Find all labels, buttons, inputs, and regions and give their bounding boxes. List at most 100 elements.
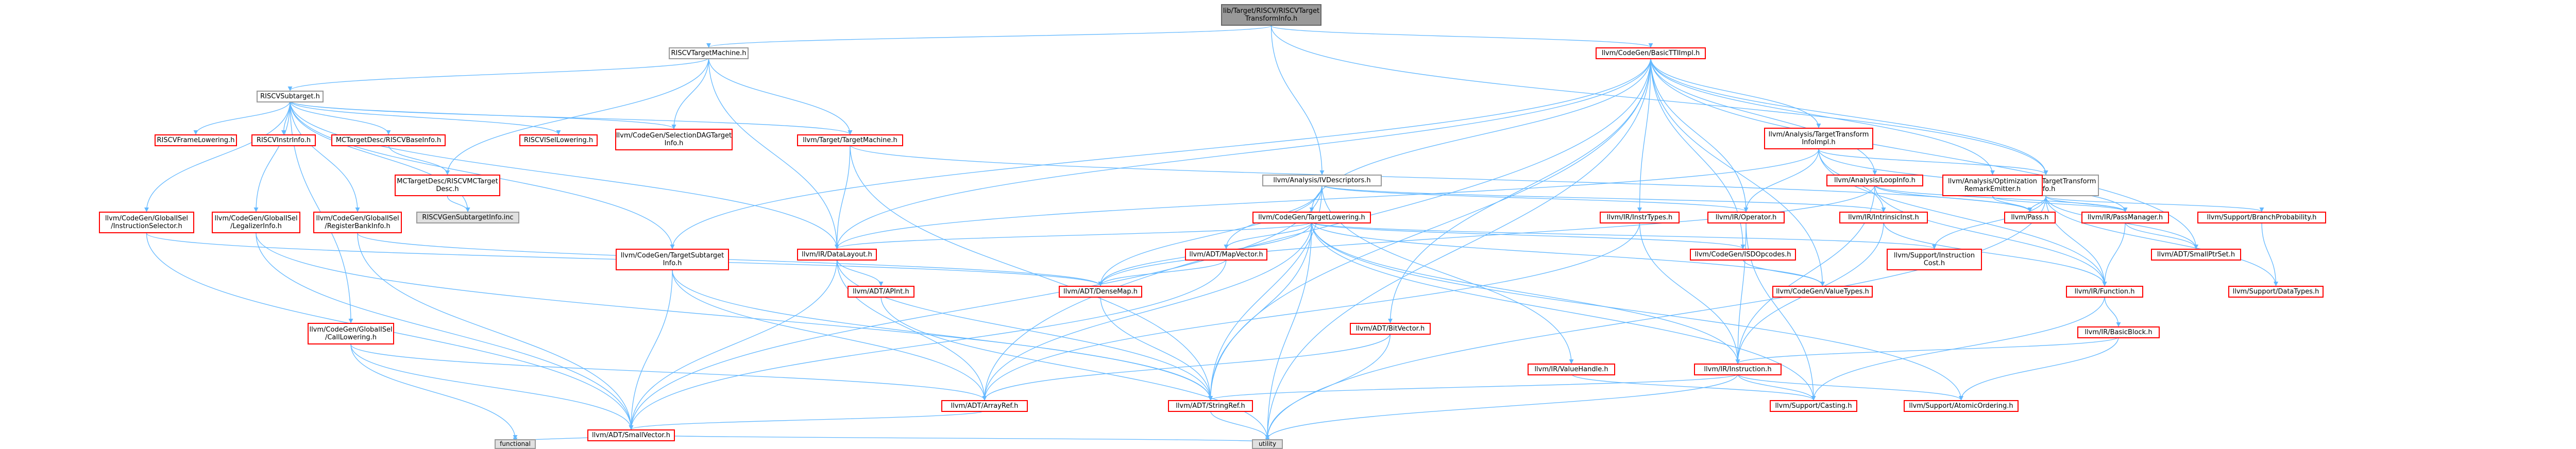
graph-node-basicblock[interactable]: llvm/IR/BasicBlock.h — [2077, 326, 2160, 338]
graph-node-instrcost[interactable]: llvm/Support/Instruction Cost.h — [1887, 249, 1982, 270]
graph-node-root[interactable]: lib/Target/RISCV/RISCVTarget TransformIn… — [1221, 4, 1321, 26]
graph-node-label: llvm/ADT/APInt.h — [853, 288, 909, 296]
graph-node-instruction[interactable]: llvm/IR/Instruction.h — [1694, 364, 1782, 375]
edge-rvtm-to-datalayout — [709, 58, 837, 249]
graph-node-label: llvm/CodeGen/GlobalISel /InstructionSele… — [105, 215, 188, 230]
graph-node-label: RISCVInstrInfo.h — [257, 136, 311, 144]
edge-basicblock-to-instruction — [1738, 337, 2119, 364]
graph-node-label: llvm/CodeGen/ISDOpcodes.h — [1694, 251, 1791, 258]
edge-basictti-to-utility — [1267, 58, 1651, 439]
graph-node-gisel_is[interactable]: llvm/CodeGen/GlobalISel /InstructionSele… — [99, 212, 194, 233]
edge-rvtm-to-seldag — [674, 58, 709, 129]
graph-node-label: llvm/CodeGen/GlobalISel /LegalizerInfo.h — [214, 215, 297, 230]
edge-analysis_ivd-to-intrinsic — [1322, 185, 1884, 212]
graph-node-label: llvm/Analysis/TargetTransform InfoImpl.h — [1769, 131, 1869, 146]
graph-node-datatypes[interactable]: llvm/Support/DataTypes.h — [2228, 286, 2324, 298]
edge-gisel_rb-to-smallvector — [358, 233, 631, 429]
graph-node-label: llvm/CodeGen/GlobalISel /CallLowering.h — [309, 326, 392, 341]
graph-node-targetmachine[interactable]: llvm/Target/TargetMachine.h — [797, 134, 903, 146]
graph-node-seldag[interactable]: llvm/CodeGen/SelectionDAGTarget Info.h — [615, 129, 733, 150]
graph-node-mapvector[interactable]: llvm/ADT/MapVector.h — [1185, 249, 1267, 261]
edge-analysis_ivd-to-operator — [1322, 185, 1746, 212]
graph-node-densemap[interactable]: llvm/ADT/DenseMap.h — [1059, 286, 1142, 298]
graph-node-targetlow[interactable]: llvm/CodeGen/TargetLowering.h — [1252, 212, 1371, 223]
edge-basictti-to-datalayout — [837, 58, 1651, 249]
graph-node-label: llvm/CodeGen/ValueTypes.h — [1776, 288, 1869, 296]
graph-node-label: RISCVSubtarget.h — [260, 93, 320, 100]
edge-subtarget-to-frame — [196, 101, 290, 134]
graph-node-apint[interactable]: llvm/ADT/APInt.h — [848, 286, 914, 298]
graph-node-operator[interactable]: llvm/IR/Operator.h — [1707, 212, 1785, 223]
graph-node-label: lib/Target/RISCV/RISCVTarget TransformIn… — [1223, 7, 1319, 23]
graph-node-casting[interactable]: llvm/Support/Casting.h — [1770, 400, 1857, 412]
edge-analysis_ivd-to-densemap — [1100, 185, 1322, 286]
graph-node-targetsub[interactable]: llvm/CodeGen/TargetSubtarget Info.h — [616, 249, 729, 270]
edge-targetmachine-to-datalayout — [837, 145, 851, 249]
graph-node-isdopcodes[interactable]: llvm/CodeGen/ISDOpcodes.h — [1690, 249, 1796, 261]
graph-node-mcbase[interactable]: MCTargetDesc/RISCVBaseInfo.h — [331, 134, 446, 146]
graph-node-instrinfo[interactable]: RISCVInstrInfo.h — [251, 134, 316, 146]
graph-node-rvtm[interactable]: RISCVTargetMachine.h — [669, 47, 749, 59]
edge-operator-to-instruction — [1738, 222, 1746, 364]
graph-node-loopinfo[interactable]: llvm/Analysis/LoopInfo.h — [1826, 175, 1923, 186]
graph-node-valuetypes[interactable]: llvm/CodeGen/ValueTypes.h — [1772, 286, 1873, 298]
graph-node-instrtypes[interactable]: llvm/IR/InstrTypes.h — [1600, 212, 1680, 223]
edge-gisel_rb-to-densemap — [358, 233, 1100, 286]
edge-basictti-to-arrayref — [985, 58, 1651, 400]
edge-targetlow-to-isdopcodes — [1312, 222, 1743, 249]
graph-node-label: llvm/IR/Instruction.h — [1704, 366, 1771, 373]
graph-node-function[interactable]: llvm/IR/Function.h — [2066, 286, 2143, 298]
graph-node-label: llvm/IR/ValueHandle.h — [1534, 366, 1608, 373]
graph-node-label: llvm/CodeGen/BasicTTIImpl.h — [1602, 49, 1700, 57]
graph-node-smallptrset[interactable]: llvm/ADT/SmallPtrSet.h — [2151, 249, 2241, 261]
graph-node-label: llvm/ADT/SmallVector.h — [592, 431, 670, 439]
edge-rvtm-to-subtarget — [290, 58, 709, 91]
graph-node-basictti[interactable]: llvm/CodeGen/BasicTTIImpl.h — [1596, 47, 1706, 59]
graph-node-smallvector[interactable]: llvm/ADT/SmallVector.h — [587, 429, 675, 441]
graph-node-analysis_ivd[interactable]: llvm/Analysis/IVDescriptors.h — [1262, 175, 1382, 186]
graph-node-branchprob[interactable]: llvm/Support/BranchProbability.h — [2197, 212, 2326, 223]
edge-targetlow-to-datalayout — [837, 222, 1312, 249]
graph-node-frame[interactable]: RISCVFrameLowering.h — [155, 134, 237, 146]
edge-tti-to-datatypes — [2046, 196, 2276, 286]
graph-node-subtarget[interactable]: RISCVSubtarget.h — [257, 91, 324, 102]
graph-node-label: llvm/IR/IntrinsicInst.h — [1848, 214, 1919, 221]
graph-node-label: MCTargetDesc/RISCVBaseInfo.h — [336, 136, 441, 144]
graph-node-label: llvm/Support/BranchProbability.h — [2207, 214, 2317, 221]
edge-stringref-to-utility — [1211, 410, 1268, 439]
graph-node-passmgr[interactable]: llvm/IR/PassManager.h — [2081, 212, 2169, 223]
graph-node-label: llvm/ADT/BitVector.h — [1356, 325, 1425, 333]
graph-node-label: RISCVGenSubtargetInfo.inc — [422, 214, 513, 221]
edge-root-to-analysis_ivd — [1272, 26, 1323, 175]
graph-node-label: llvm/CodeGen/SelectionDAGTarget Info.h — [616, 132, 732, 147]
graph-node-optremark[interactable]: llvm/Analysis/Optimization RemarkEmitter… — [1942, 175, 2043, 196]
edge-basictti-to-tti_impl — [1651, 58, 1819, 128]
graph-node-datalayout[interactable]: llvm/IR/DataLayout.h — [797, 249, 877, 261]
graph-node-gisel_rb[interactable]: llvm/CodeGen/GlobalISel /RegisterBankInf… — [313, 212, 402, 233]
graph-node-mcdesc[interactable]: MCTargetDesc/RISCVMCTarget Desc.h — [395, 175, 500, 196]
graph-node-label: llvm/Analysis/LoopInfo.h — [1834, 177, 1916, 184]
graph-node-intrinsic[interactable]: llvm/IR/IntrinsicInst.h — [1839, 212, 1928, 223]
edge-instruction-to-atomic — [1738, 374, 1961, 400]
graph-node-atomic[interactable]: llvm/Support/AtomicOrdering.h — [1904, 400, 2019, 412]
graph-node-arrayref[interactable]: llvm/ADT/ArrayRef.h — [941, 400, 1028, 412]
edge-instruction-to-utility — [1267, 374, 1738, 439]
edge-basictti-to-optremark — [1651, 58, 1993, 175]
edge-datalayout-to-smallvector — [631, 259, 837, 429]
graph-node-label: llvm/Pass.h — [2011, 214, 2048, 221]
graph-node-gisel_leg[interactable]: llvm/CodeGen/GlobalISel /LegalizerInfo.h — [212, 212, 300, 233]
graph-node-isel[interactable]: RISCVISelLowering.h — [519, 134, 598, 146]
graph-node-gisel_cl[interactable]: llvm/CodeGen/GlobalISel /CallLowering.h — [308, 323, 394, 344]
graph-node-pass[interactable]: llvm/Pass.h — [2004, 212, 2056, 223]
graph-node-label: RISCVFrameLowering.h — [157, 136, 235, 144]
graph-node-label: llvm/IR/Function.h — [2075, 288, 2135, 296]
graph-node-stringref[interactable]: llvm/ADT/StringRef.h — [1168, 400, 1253, 412]
edge-targetlow-to-mapvector — [1226, 222, 1312, 249]
graph-node-tti_impl[interactable]: llvm/Analysis/TargetTransform InfoImpl.h — [1764, 128, 1873, 149]
graph-node-gensub[interactable]: RISCVGenSubtargetInfo.inc — [416, 212, 519, 223]
edge-targetlow-to-utility — [1267, 222, 1312, 439]
graph-node-bitvector[interactable]: llvm/ADT/BitVector.h — [1350, 323, 1431, 335]
graph-node-label: llvm/ADT/SmallPtrSet.h — [2157, 251, 2235, 258]
graph-node-valuehandle[interactable]: llvm/IR/ValueHandle.h — [1528, 364, 1615, 375]
edge-analysis_ivd-to-smallvector — [631, 185, 1322, 429]
